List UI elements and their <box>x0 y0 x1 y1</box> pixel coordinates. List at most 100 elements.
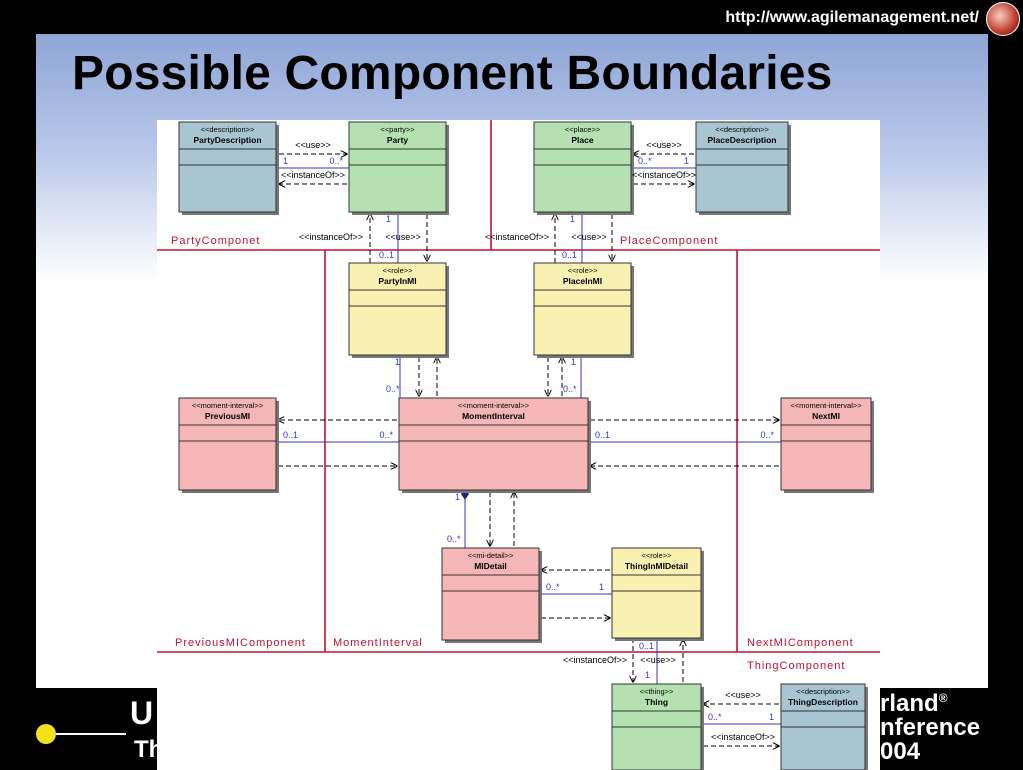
class-thing-desc: <<description>>ThingDescription <box>780 683 868 770</box>
class-name: ThingInMIDetail <box>625 561 688 571</box>
registered-mark: ® <box>938 691 948 705</box>
class-stereotype: <<description>> <box>201 125 255 134</box>
class-name: PreviousMI <box>205 411 250 421</box>
multiplicity-label: 1 <box>283 156 288 166</box>
component-label-moment-interval-component: MomentInterval <box>333 637 423 649</box>
multiplicity-label: 1 <box>769 712 774 722</box>
class-stereotype: <<place>> <box>565 125 601 134</box>
class-party: <<party>>Party <box>348 121 449 215</box>
logo-icon <box>986 2 1020 36</box>
multiplicity-label: 0..* <box>386 384 400 394</box>
multiplicity-label: 0..1 <box>379 250 394 260</box>
class-name: PlaceInMI <box>563 276 602 286</box>
multiplicity-label: 0..* <box>708 712 722 722</box>
class-box <box>611 547 702 639</box>
footer-right-line2: nference <box>880 714 981 741</box>
class-stereotype: <<mi-detail>> <box>468 551 514 560</box>
instanceof-label: <<instanceOf>> <box>281 170 345 180</box>
instanceof-label: <<instanceOf>> <box>563 655 627 665</box>
multiplicity-label: 1 <box>645 670 650 680</box>
multiplicity-label: 0..1 <box>639 641 654 651</box>
multiplicity-label: 1 <box>684 156 689 166</box>
class-place-in-mi: <<role>>PlaceInMI <box>533 262 634 358</box>
page-title: Possible Component Boundaries <box>72 47 833 100</box>
multiplicity-label: 0..* <box>546 582 560 592</box>
class-name: Place <box>571 135 593 145</box>
class-place-desc: <<description>>PlaceDescription <box>695 121 791 215</box>
class-name: NextMI <box>812 411 840 421</box>
use-label: <<use>> <box>646 140 682 150</box>
class-mi-detail: <<mi-detail>>MIDetail <box>441 547 542 643</box>
class-party-desc: <<description>>PartyDescription <box>178 121 279 215</box>
multiplicity-label: 0..* <box>379 430 393 440</box>
use-label: <<use>> <box>640 655 676 665</box>
class-name: PartyInMI <box>378 276 416 286</box>
class-name: Party <box>387 135 409 145</box>
class-place: <<place>>Place <box>533 121 634 215</box>
component-label-thing-component: ThingComponent <box>747 660 845 672</box>
multiplicity-label: 1 <box>395 357 400 367</box>
class-stereotype: <<moment-interval>> <box>790 401 862 410</box>
component-label-party-component: PartyComponet <box>171 235 260 247</box>
instanceof-label: <<instanceOf>> <box>711 732 775 742</box>
class-name: MIDetail <box>474 561 507 571</box>
class-stereotype: <<role>> <box>382 266 413 275</box>
class-stereotype: <<role>> <box>567 266 598 275</box>
header-url[interactable]: http://www.agilemanagement.net/ <box>725 9 979 26</box>
class-stereotype: <<moment-interval>> <box>458 401 530 410</box>
component-label-place-component: PlaceComponent <box>620 235 718 247</box>
class-box <box>695 121 789 213</box>
multiplicity-label: 1 <box>455 492 460 502</box>
instanceof-label: <<instanceOf>> <box>299 232 363 242</box>
footer-right-line3: 004 <box>880 738 921 765</box>
multiplicity-label: 0..* <box>638 156 652 166</box>
class-box <box>398 397 589 491</box>
class-box <box>348 262 447 356</box>
class-name: PlaceDescription <box>708 135 777 145</box>
uml-diagram: <<description>>PartyDescription<<party>>… <box>157 120 880 770</box>
class-moment-interval: <<moment-interval>>MomentInterval <box>398 397 591 493</box>
class-name: PartyDescription <box>193 135 261 145</box>
multiplicity-label: 0..* <box>563 384 577 394</box>
class-stereotype: <<role>> <box>641 551 672 560</box>
use-label: <<use>> <box>571 232 607 242</box>
uml-diagram-canvas: <<description>>PartyDescription<<party>>… <box>157 120 880 770</box>
class-box <box>533 262 632 356</box>
class-previous-mi: <<moment-interval>>PreviousMI <box>178 397 279 493</box>
multiplicity-label: 0..* <box>760 430 774 440</box>
footer-right-line1: rland® <box>880 690 948 718</box>
instanceof-label: <<instanceOf>> <box>485 232 549 242</box>
multiplicity-label: 0..* <box>329 156 343 166</box>
class-box <box>178 121 277 213</box>
class-box <box>441 547 540 641</box>
class-name: MomentInterval <box>462 411 525 421</box>
class-thing-in-mi-detail: <<role>>ThingInMIDetail <box>611 547 704 641</box>
class-stereotype: <<moment-interval>> <box>192 401 264 410</box>
bullet-dot-icon <box>36 724 56 744</box>
class-next-mi: <<moment-interval>>NextMI <box>780 397 874 493</box>
class-thing: <<thing>>Thing <box>611 683 704 770</box>
footer-right-line1-text: rland <box>880 690 939 717</box>
class-stereotype: <<party>> <box>380 125 415 134</box>
footer-left-line1: U <box>130 695 154 731</box>
class-name: Thing <box>645 697 668 707</box>
multiplicity-label: 0..1 <box>595 430 610 440</box>
multiplicity-label: 0..1 <box>562 250 577 260</box>
use-label: <<use>> <box>295 140 331 150</box>
component-label-previous-mi-component: PreviousMIComponent <box>175 637 306 649</box>
footer-divider <box>56 733 126 735</box>
class-stereotype: <<description>> <box>715 125 769 134</box>
class-stereotype: <<thing>> <box>640 687 674 696</box>
use-label: <<use>> <box>725 690 761 700</box>
component-label-next-mi-component: NextMIComponent <box>747 637 854 649</box>
class-party-in-mi: <<role>>PartyInMI <box>348 262 449 358</box>
class-box <box>348 121 447 213</box>
class-box <box>533 121 632 213</box>
multiplicity-label: 0..* <box>447 534 461 544</box>
multiplicity-label: 1 <box>570 214 575 224</box>
multiplicity-label: 1 <box>599 582 604 592</box>
instanceof-label: <<instanceOf>> <box>632 170 696 180</box>
use-label: <<use>> <box>385 232 421 242</box>
class-name: ThingDescription <box>788 697 858 707</box>
multiplicity-label: 1 <box>571 357 576 367</box>
